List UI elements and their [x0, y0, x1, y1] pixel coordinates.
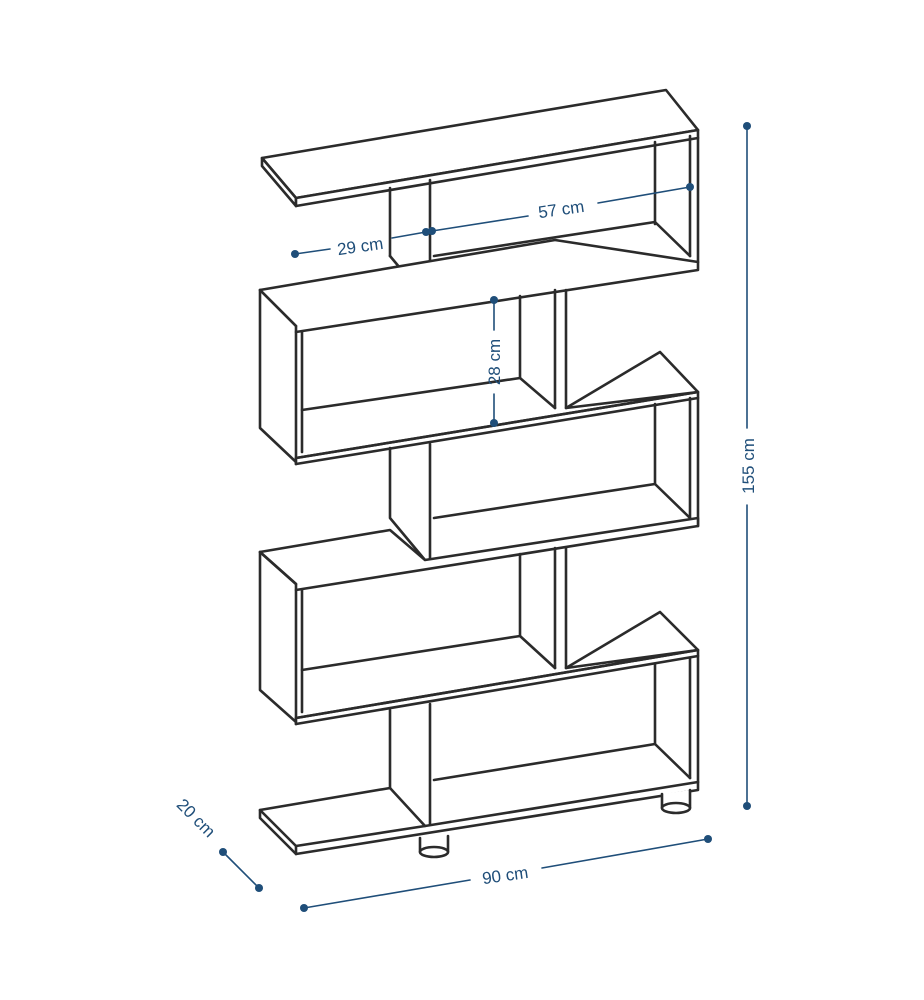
dimension-28cm: 28 cm [485, 296, 504, 427]
top-board [260, 88, 700, 208]
foot-left [418, 834, 450, 859]
dimension-90cm: 90 cm [300, 835, 712, 912]
dimension-label-28cm: 28 cm [485, 339, 504, 385]
z-shaped-bookshelf [258, 88, 700, 859]
dimension-label-29cm: 29 cm [336, 234, 384, 259]
compartment-middle-right [388, 396, 700, 562]
base-board [258, 780, 700, 856]
shelf-board-2 [258, 238, 700, 334]
dimension-29cm: 29 cm [291, 228, 430, 259]
dimension-label-155cm: 155 cm [739, 438, 758, 494]
compartment-middle-left [258, 288, 568, 466]
dimension-label-57cm: 57 cm [537, 197, 585, 222]
shelf-board-4 [258, 516, 700, 592]
dimension-155cm: 155 cm [739, 122, 758, 810]
foot-right [660, 788, 692, 815]
compartment-lower-left [258, 546, 568, 726]
dimension-20cm: 20 cm [173, 795, 263, 892]
dimension-label-90cm: 90 cm [481, 863, 529, 888]
shelf-board-5 [294, 610, 700, 726]
dimension-label-20cm: 20 cm [173, 795, 219, 841]
